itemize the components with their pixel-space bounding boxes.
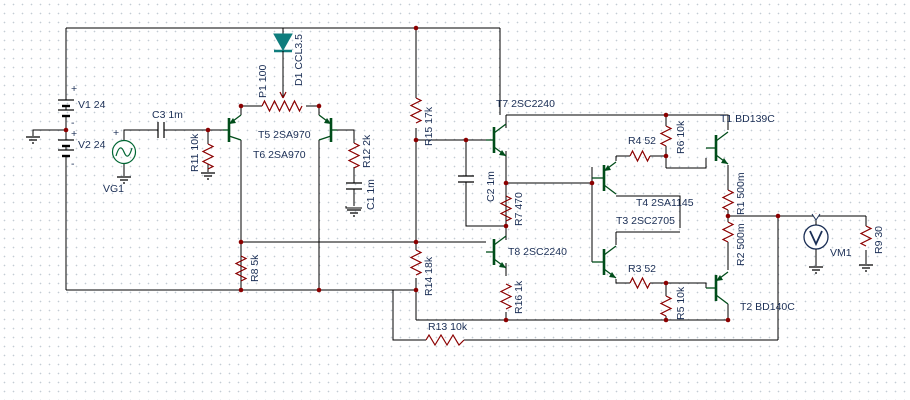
resistor-r13[interactable] — [425, 333, 465, 347]
r3-label: R3 52 — [628, 263, 656, 275]
t8-label: T8 2SC2240 — [508, 246, 567, 258]
resistor-r5[interactable] — [659, 295, 673, 317]
t4-label: T4 2SA1145 — [636, 197, 694, 209]
r14-label: R14 18k — [423, 256, 435, 296]
transistor-t1[interactable] — [706, 131, 729, 165]
junctions — [63, 25, 819, 323]
t3-label: T3 2SC2705 — [616, 215, 675, 227]
resistor-r1[interactable] — [721, 189, 735, 211]
t6-label: T6 2SA970 — [253, 149, 306, 161]
battery-v2[interactable] — [58, 139, 74, 158]
r6-label: R6 10k — [675, 120, 687, 154]
resistor-r4[interactable] — [629, 149, 651, 163]
t5-label: T5 2SA970 — [258, 129, 311, 141]
capacitor-c1[interactable] — [346, 182, 362, 194]
d1-label: D1 CCL3.5 — [293, 34, 305, 86]
ground-icon — [809, 266, 823, 274]
transistor-t2[interactable] — [706, 271, 729, 305]
resistor-r15[interactable] — [409, 97, 423, 124]
resistor-r8[interactable] — [234, 255, 248, 282]
r1-label: R1 500m — [735, 172, 747, 215]
t2-label: T2 BD140C — [740, 301, 795, 313]
ground-icon — [859, 264, 873, 272]
r8-label: R8 5k — [249, 254, 261, 282]
component-labels: V1 24 V2 24 VG1 C3 1m R11 10k T5 2SA970 … — [78, 34, 885, 333]
potentiometer-p1[interactable] — [261, 91, 303, 113]
v1-plus-pin: + — [71, 83, 77, 95]
battery-v1[interactable] — [58, 99, 74, 118]
v1-label: V1 24 — [78, 99, 106, 111]
diode-icon[interactable] — [273, 33, 293, 60]
v1-minus-pin: - — [71, 117, 75, 129]
c2-label: C2 1m — [485, 171, 497, 202]
resistor-r2[interactable] — [721, 221, 735, 243]
transistor-t3[interactable] — [592, 245, 617, 279]
v2-plus-pin: + — [71, 128, 77, 140]
transistor-t4[interactable] — [592, 161, 617, 195]
c1-label: C1 1m — [365, 179, 377, 210]
t1-label: T1 BD139C — [720, 113, 775, 125]
vm1-label: VM1 — [830, 247, 852, 259]
r9-label: R9 30 — [873, 226, 885, 254]
ground-icon — [26, 136, 40, 144]
r4-label: R4 52 — [628, 135, 656, 147]
resistor-r6[interactable] — [659, 125, 673, 147]
r7-label: R7 470 — [513, 192, 525, 226]
v2-minus-pin: - — [71, 158, 75, 170]
r2-label: R2 500m — [735, 223, 747, 266]
sine-source-icon[interactable] — [111, 139, 137, 165]
vg1-plus-pin: + — [113, 127, 119, 139]
resistor-r14[interactable] — [409, 249, 423, 276]
capacitor-c3[interactable] — [157, 122, 176, 138]
ground-icon — [201, 172, 215, 180]
resistor-r12[interactable] — [347, 142, 361, 169]
vg1-label: VG1 — [103, 183, 124, 195]
resistor-r3[interactable] — [629, 276, 651, 290]
r5-label: R5 10k — [675, 286, 687, 320]
transistor-t7[interactable] — [486, 123, 507, 157]
transistor-t5[interactable] — [223, 114, 242, 142]
ground-icon — [347, 209, 361, 217]
r11-label: R11 10k — [189, 133, 201, 172]
resistor-r7[interactable] — [499, 195, 513, 222]
r16-label: R16 1k — [513, 280, 525, 314]
pin-markers: + - + - + — [71, 83, 119, 170]
v2-label: V2 24 — [78, 139, 106, 151]
t7-label: T7 2SC2240 — [496, 98, 555, 110]
p1-label: P1 100 — [257, 65, 269, 98]
r13-label: R13 10k — [428, 321, 468, 333]
voltmeter-icon[interactable] — [803, 213, 829, 252]
c3-label: C3 1m — [152, 109, 183, 121]
transistor-t8[interactable] — [486, 235, 507, 269]
resistor-r9[interactable] — [859, 225, 873, 247]
transistor-t6[interactable] — [318, 114, 337, 142]
capacitor-c2[interactable] — [458, 175, 474, 188]
resistor-r16[interactable] — [499, 283, 513, 310]
r15-label: R15 17k — [423, 106, 435, 146]
resistor-r11[interactable] — [201, 143, 215, 170]
r12-label: R12 2k — [361, 134, 373, 168]
ground-icon — [117, 176, 131, 184]
